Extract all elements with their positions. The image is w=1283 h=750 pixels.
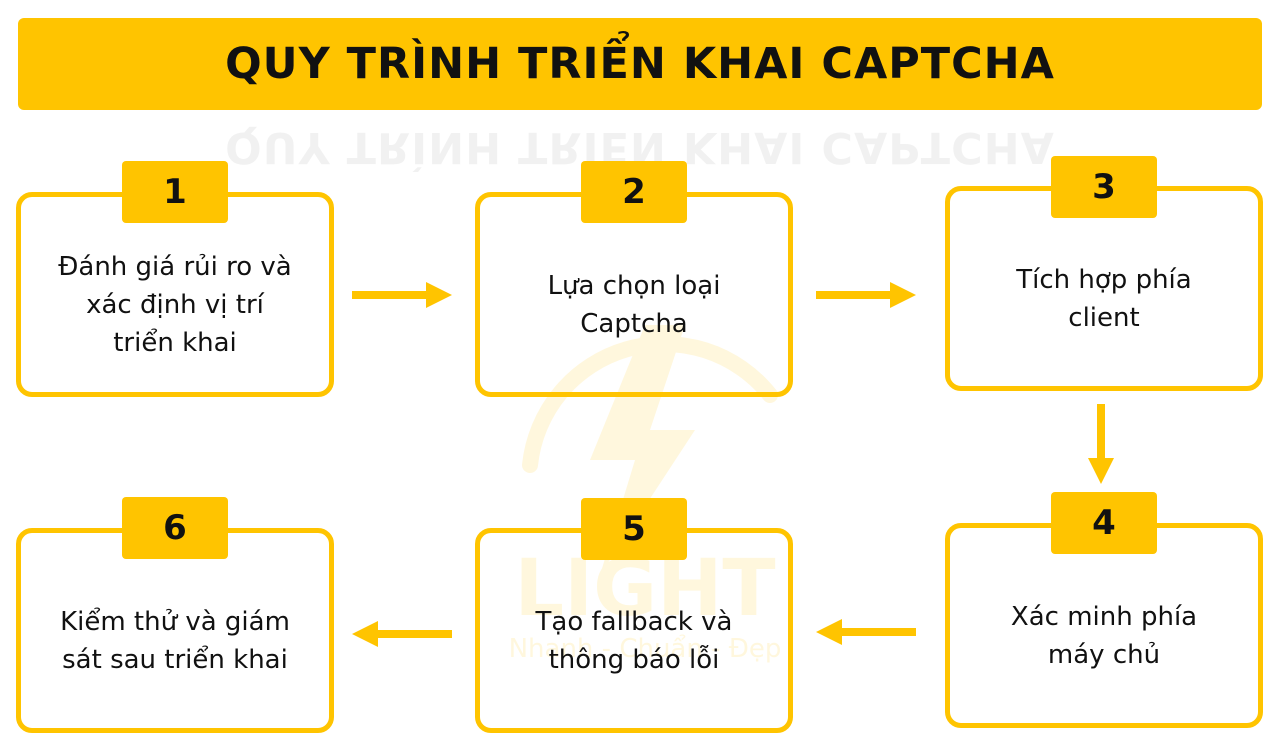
- swoosh-arc: [522, 335, 778, 473]
- step-5-badge: 5: [581, 498, 687, 560]
- arrow-down-icon: [1088, 404, 1114, 484]
- title-banner: QUY TRÌNH TRIỂN KHAI CAPTCHA: [18, 18, 1262, 110]
- arrow-right-icon: [816, 282, 916, 308]
- step-2-text: Lựa chọn loại Captcha: [547, 270, 721, 339]
- page-title: QUY TRÌNH TRIỂN KHAI CAPTCHA: [225, 39, 1055, 89]
- lightning-bolt-icon: [590, 325, 695, 575]
- step-5-text: Tạo fallback và thông báo lỗi: [535, 606, 733, 675]
- watermark-tagline: Nhanh - Chuẩn - Đẹp: [509, 633, 782, 664]
- arrow-right-icon: [352, 282, 452, 308]
- step-1-badge: 1: [122, 161, 228, 223]
- step-1-text: Đánh giá rủi ro và xác định vị trí triển…: [58, 251, 292, 358]
- step-3-text: Tích hợp phía client: [1016, 264, 1192, 333]
- step-6-box: Kiểm thử và giám sát sau triển khai: [16, 528, 334, 733]
- step-2-badge: 2: [581, 161, 687, 223]
- step-1-box: Đánh giá rủi ro và xác định vị trí triển…: [16, 192, 334, 397]
- arrow-left-icon: [816, 619, 916, 645]
- step-2-box: Lựa chọn loại Captcha: [475, 192, 793, 397]
- step-4-badge: 4: [1051, 492, 1157, 554]
- arrow-left-icon: [352, 621, 452, 647]
- step-3-badge: 3: [1051, 156, 1157, 218]
- step-4-text: Xác minh phía máy chủ: [1010, 601, 1198, 670]
- step-6-text: Kiểm thử và giám sát sau triển khai: [60, 606, 290, 675]
- step-6-badge: 6: [122, 497, 228, 559]
